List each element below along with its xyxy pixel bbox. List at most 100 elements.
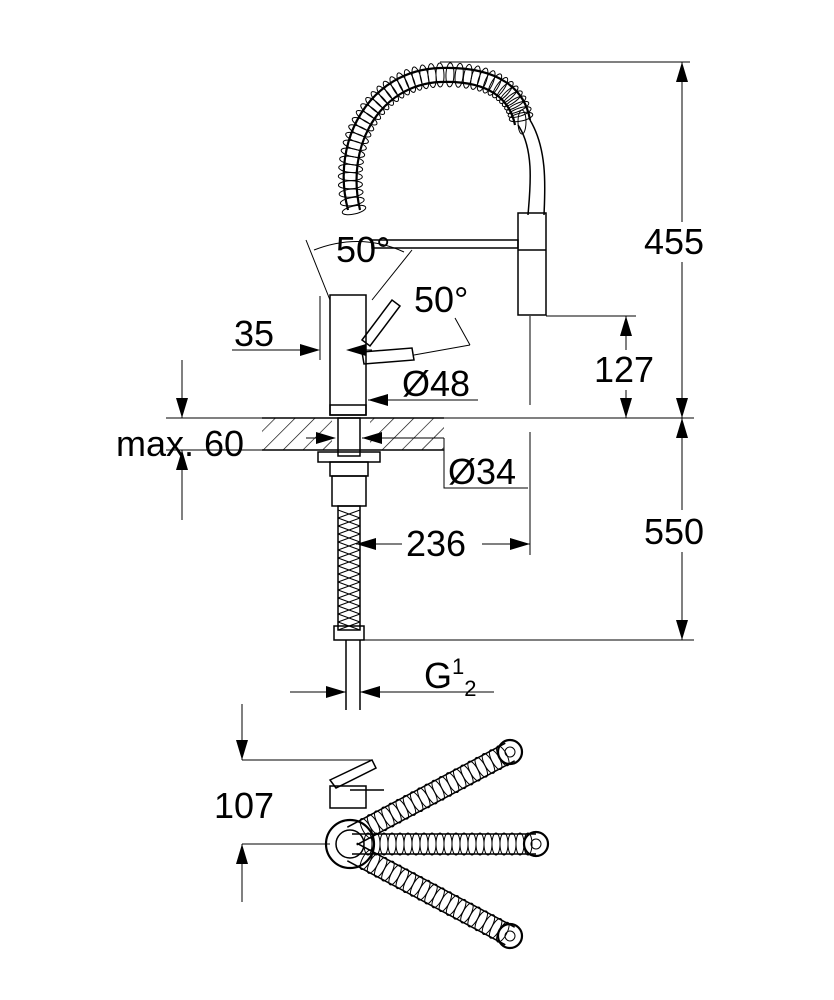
arm-coil-ring	[379, 832, 389, 856]
label-127: 127	[594, 349, 654, 390]
dim-60-arrow-top	[176, 398, 188, 418]
arm-coil-ring	[474, 910, 489, 932]
braid-strand	[337, 565, 361, 575]
arm-coil-ring	[409, 875, 424, 897]
spring-coil-rings	[337, 62, 534, 216]
spring-coil-ring	[337, 172, 363, 182]
angle-line-left	[305, 239, 331, 301]
label-max-60: max. 60	[116, 423, 244, 464]
dim-34-leader	[443, 438, 528, 489]
arm-coil-ring	[491, 832, 501, 856]
spring-coil-ring	[339, 196, 365, 207]
label-34: Ø34	[448, 451, 516, 492]
plan-arm-lower	[346, 842, 524, 950]
spring-coil-ring	[370, 91, 390, 111]
hose-outer	[529, 119, 546, 216]
arm-coil-ring	[451, 832, 461, 856]
spring-coil-ring	[382, 80, 400, 102]
spring-coil-ring	[487, 73, 503, 96]
dim-g-arrow-right	[360, 686, 380, 698]
arm-coil-ring	[467, 906, 481, 928]
arm-coil-ring	[481, 753, 496, 774]
spring-coil-ring	[396, 72, 411, 96]
dim-107-arrow-bottom	[236, 844, 248, 864]
dim-127-arrow-top	[620, 316, 632, 336]
label-connection: G12	[424, 654, 477, 701]
arm-coil-ring	[474, 756, 489, 778]
spring-coil-ring	[360, 103, 382, 121]
arm-coil-ring	[467, 760, 481, 782]
dim-107-arrow-top	[236, 740, 248, 760]
label-connection-sup: 1	[452, 654, 464, 679]
arm-coil-ring	[395, 868, 410, 890]
arm-coil-ring	[395, 798, 410, 820]
arm-coil-ring	[452, 768, 467, 790]
label-455: 455	[644, 221, 704, 262]
label-angle-top: 50°	[336, 229, 390, 270]
side-view	[166, 61, 724, 710]
arm-coil-ring	[424, 783, 438, 805]
arm-coil-ring	[402, 795, 417, 816]
dim-127-arrow-bottom	[620, 398, 632, 418]
arm-coil-ring	[499, 832, 509, 856]
braid-strand	[337, 517, 361, 527]
dim-550-arrow-top	[676, 418, 688, 438]
spring-coil-ring	[476, 67, 489, 92]
arm-coil-ring	[475, 832, 485, 856]
plan-body	[324, 818, 376, 870]
spring-coil-ring	[351, 116, 375, 132]
lever-handle	[360, 298, 402, 348]
arm-coil-ring	[445, 772, 460, 793]
arm-coil-ring	[403, 832, 413, 856]
label-connection-sub: 2	[464, 676, 476, 701]
spring-coil-ring	[506, 100, 530, 115]
dim-455-arrow-bottom	[676, 398, 688, 418]
mounting-washer	[329, 461, 369, 477]
braid-strand	[337, 573, 361, 583]
supply-hose	[337, 505, 361, 631]
dim-g-arrow-left	[326, 686, 346, 698]
deck-hatch-right	[370, 418, 444, 450]
arm-coil-ring	[483, 832, 493, 856]
dim-60-arrow-bottom	[176, 450, 188, 470]
spring-coil-ring	[454, 62, 464, 88]
arm-coil-ring	[409, 791, 424, 813]
spray-head	[517, 212, 547, 316]
arm-coil-ring	[388, 864, 402, 886]
hose-inner	[517, 124, 531, 216]
arm-coil-ring	[419, 832, 429, 856]
mounting-nut	[317, 451, 381, 463]
plan-spout-arms	[346, 738, 550, 950]
faucet-body	[329, 294, 367, 416]
spray-head-nozzle	[504, 930, 516, 942]
spring-coil-ring	[338, 188, 364, 198]
arm-coil-ring	[387, 832, 397, 856]
arm-coil-ring	[445, 895, 460, 916]
arm-coil-ring	[424, 883, 438, 905]
braid-strand	[337, 557, 361, 567]
label-107: 107	[214, 785, 274, 826]
arm-coil-ring	[481, 914, 496, 935]
arm-rail	[356, 842, 516, 928]
dim-236-arrow-left	[356, 538, 376, 550]
dim-48-arrow	[368, 394, 388, 406]
label-35: 35	[234, 313, 274, 354]
dim-34-arrow-left	[316, 432, 336, 444]
arm-coil-ring	[443, 832, 453, 856]
braid-strand	[337, 605, 361, 615]
spring-coil-ring	[495, 81, 514, 101]
spray-head-nozzle	[504, 746, 516, 758]
arm-coil-ring	[427, 832, 437, 856]
spring-coil-ring	[470, 65, 481, 90]
arm-coil-ring	[452, 898, 467, 920]
arm-rail	[356, 760, 516, 846]
arm-rail	[346, 860, 506, 946]
dim-34-arrow-right	[362, 432, 382, 444]
arm-coil-ring	[411, 832, 421, 856]
faucet-base	[329, 404, 367, 416]
arm-coil-ring	[438, 775, 453, 797]
arm-coil-ring	[460, 764, 474, 786]
spring-coil-ring	[355, 109, 378, 126]
label-angle-lever: 50°	[414, 279, 468, 320]
spring-coil-ring	[482, 70, 496, 94]
